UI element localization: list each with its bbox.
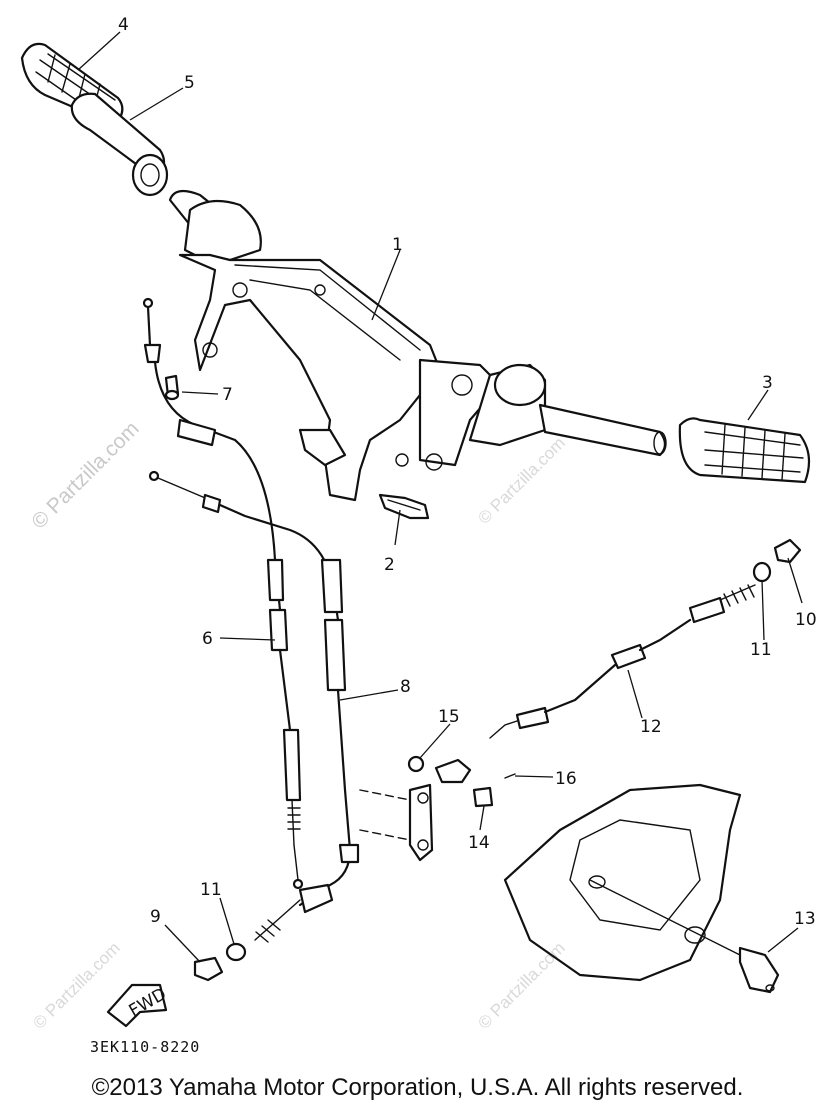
callout-4: 4 [118,15,129,35]
diagram-part-code: 3EK110-8220 [90,1038,200,1056]
right-bar-tube [538,403,667,457]
brake-lever-linkage [359,783,434,862]
callout-2: 2 [384,555,395,575]
callout-11-left: 11 [200,880,222,900]
callout-3: 3 [762,373,773,393]
right-grip [678,417,811,484]
watermark-mid: © Partzilla.com [474,433,568,527]
right-adjuster-parts [752,538,802,583]
bracket [738,946,780,994]
callout-14: 14 [468,833,490,853]
bolt [378,493,430,520]
left-adjuster-parts [193,942,247,982]
callout-5: 5 [184,73,195,93]
callout-16: 16 [555,769,577,789]
callout-13: 13 [794,909,816,929]
watermarks: © Partzilla.com © Partzilla.com © Partzi… [27,417,569,1033]
callout-1: 1 [392,235,403,255]
rear-brake-cable [489,584,756,739]
brake-cable [148,470,360,943]
cable-bolt [164,374,180,401]
cable-holder [407,755,516,808]
callout-12: 12 [640,717,662,737]
watermark-bottom-mid: © Partzilla.com [474,938,568,1032]
callout-9: 9 [150,907,161,927]
callout-labels: 4 5 1 3 7 2 10 11 6 8 12 15 16 14 11 9 1… [118,15,817,929]
callout-6: 6 [202,629,213,649]
callout-8: 8 [400,677,411,697]
engine-case [503,783,761,982]
watermark-main: © Partzilla.com [27,417,143,533]
handlebar [168,189,547,502]
throttle-tube [70,92,169,197]
copyright-notice: ©2013 Yamaha Motor Corporation, U.S.A. A… [91,1074,744,1101]
callout-10: 10 [795,610,817,630]
leader-lines [77,31,803,963]
callout-11-right: 11 [750,640,772,660]
callout-15: 15 [438,707,460,727]
fwd-arrow-badge: FWD [106,983,170,1028]
callout-7: 7 [222,385,233,405]
watermark-bottom-left: © Partzilla.com [29,938,123,1032]
